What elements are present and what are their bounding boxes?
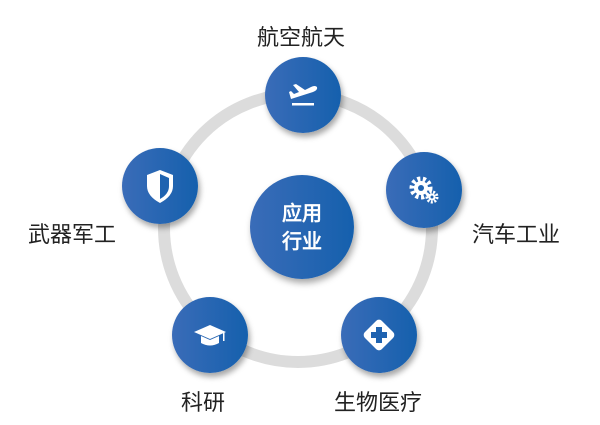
label-aerospace: 航空航天 (257, 26, 346, 51)
label-automotive: 汽车工业 (472, 223, 561, 248)
shield-icon (147, 170, 173, 203)
label-research: 科研 (181, 391, 226, 416)
center-line2: 行业 (282, 229, 322, 253)
node-biomedical[interactable] (341, 297, 417, 373)
node-research[interactable] (172, 297, 248, 373)
center-line1: 应用 (282, 201, 322, 225)
gears-icon (409, 176, 439, 204)
node-defense[interactable] (122, 148, 198, 224)
airplane-departure-icon (289, 84, 318, 106)
medical-cross-icon (363, 319, 395, 351)
node-aerospace[interactable] (265, 57, 341, 133)
node-automotive[interactable] (386, 152, 462, 228)
graduation-cap-icon (194, 325, 226, 346)
label-biomedical: 生物医疗 (334, 391, 423, 416)
center-hub: 应用 行业 (250, 175, 354, 279)
label-defense: 武器军工 (28, 223, 117, 248)
